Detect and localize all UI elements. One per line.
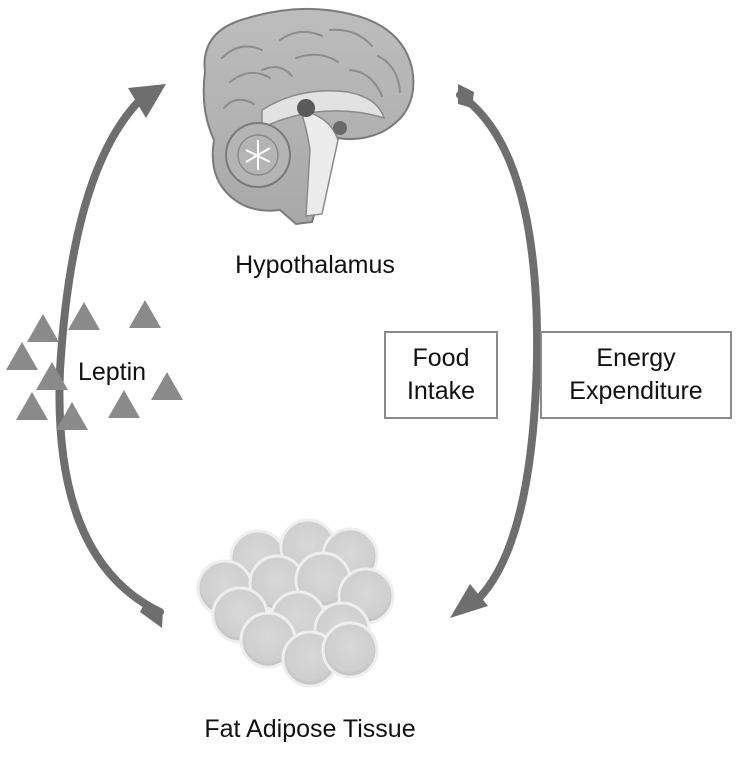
left-curved-arrow — [55, 84, 166, 628]
food-intake-line1: Food — [412, 343, 470, 372]
right-curved-arrow — [450, 84, 542, 618]
triangle-molecule-icon — [6, 342, 38, 370]
energy-expenditure-box: Energy Expenditure — [540, 331, 732, 419]
leptin-label: Leptin — [77, 358, 147, 386]
triangle-molecule-icon — [16, 392, 48, 420]
food-intake-box: Food Intake — [384, 331, 498, 419]
triangle-molecule-icon — [104, 320, 124, 336]
hypothalamus-label: Hypothalamus — [235, 251, 395, 279]
triangle-molecule-icon — [151, 372, 183, 400]
triangle-molecule-icon — [27, 314, 59, 342]
triangle-molecule-icon — [129, 300, 161, 328]
fat-cells-icon — [196, 518, 395, 688]
brain-icon — [202, 7, 415, 226]
food-intake-line2: Intake — [406, 377, 476, 405]
energy-expenditure-line2: Expenditure — [569, 377, 703, 405]
triangle-molecule-icon — [36, 362, 68, 390]
triangle-molecule-icon — [56, 402, 88, 430]
fat-adipose-tissue-label: Fat Adipose Tissue — [204, 715, 416, 743]
leptin-molecules — [6, 300, 183, 430]
energy-expenditure-line1: Energy — [596, 343, 676, 372]
triangle-molecule-icon — [108, 390, 140, 418]
triangle-molecule-icon — [68, 302, 100, 330]
